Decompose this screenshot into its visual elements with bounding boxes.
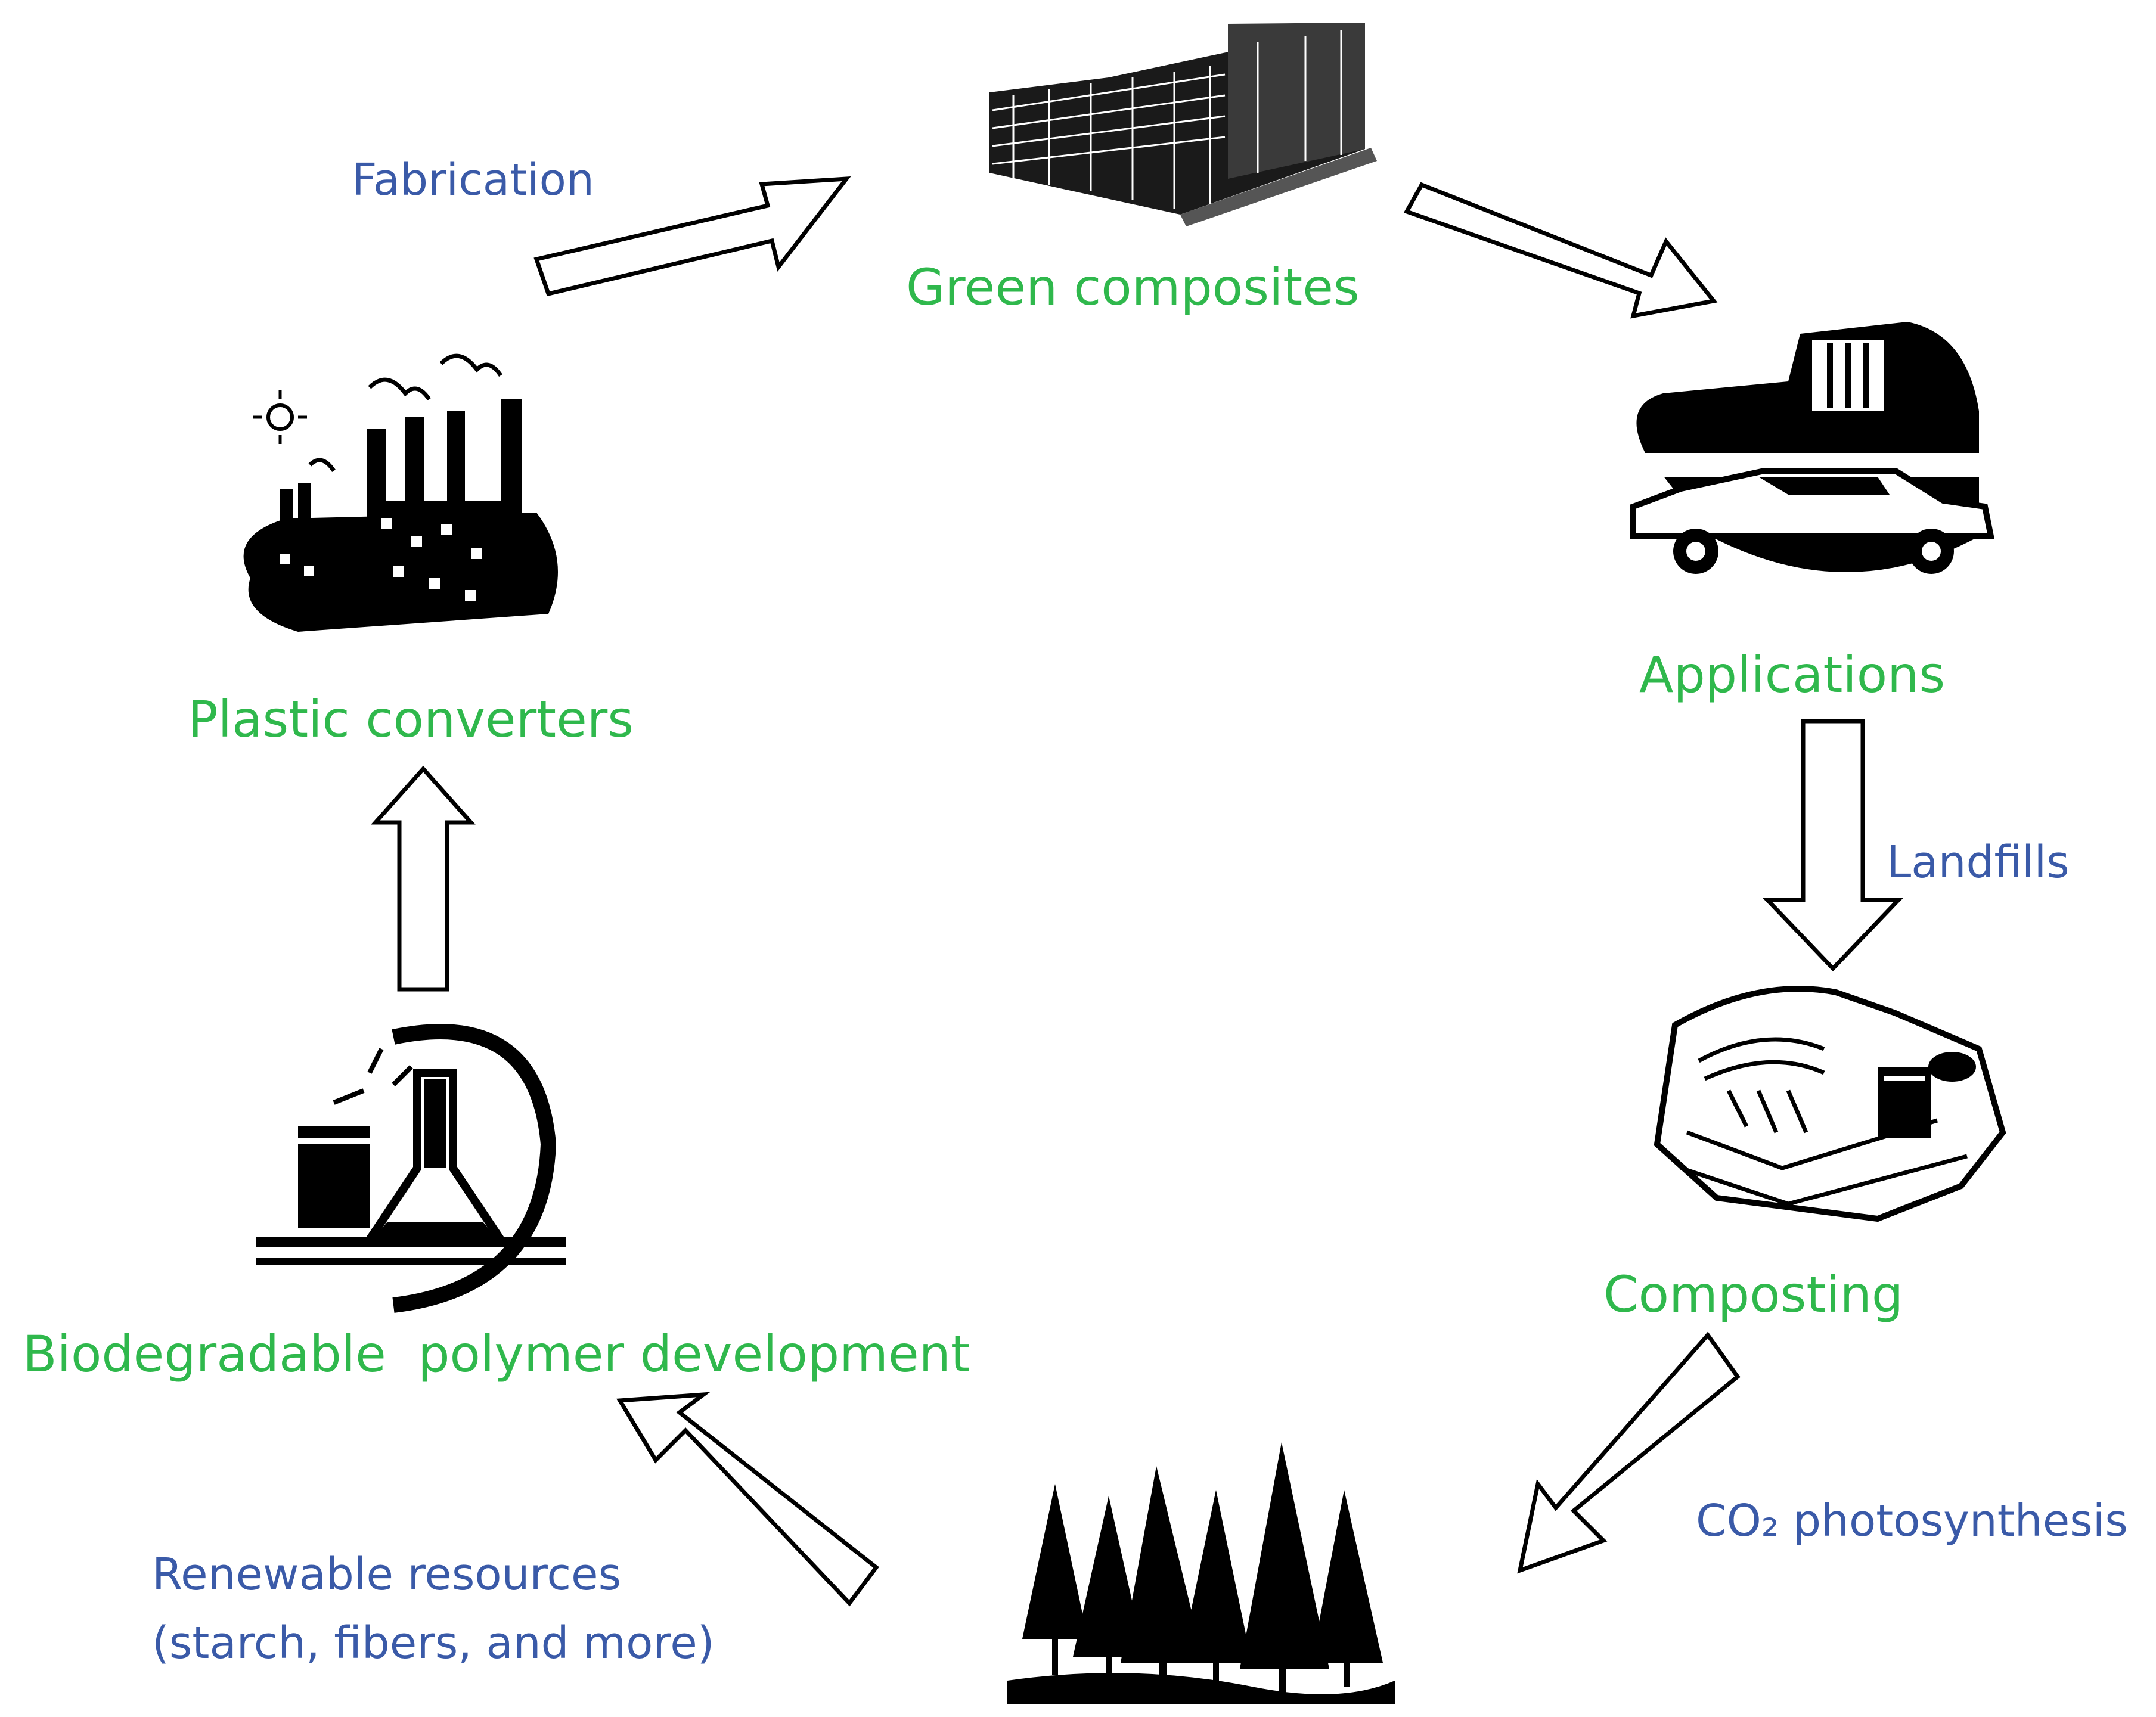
fabrication-label: Fabrication xyxy=(352,154,594,206)
renewable-label-line1: Renewable resources xyxy=(152,1549,622,1600)
arrow-renewable xyxy=(616,1392,879,1607)
green-composites-label: Green composites xyxy=(906,258,1360,316)
renewable-label-line2: (starch, fibers, and more) xyxy=(152,1617,715,1669)
arrow-landfills xyxy=(1762,719,1904,972)
arrow-to-plastic xyxy=(371,765,476,992)
applications-label: Applications xyxy=(1639,645,1946,704)
factory-icon xyxy=(243,353,559,632)
arrow-photosynthesis xyxy=(1517,1331,1741,1574)
landfills-label: Landfills xyxy=(1887,837,2070,888)
plastic-converters-label: Plastic converters xyxy=(188,690,634,749)
composting-label: Composting xyxy=(1603,1265,1904,1324)
biodegradable-label: Biodegradable polymer development xyxy=(23,1325,970,1383)
arrow-to-applications xyxy=(1403,182,1718,319)
forest-icon xyxy=(1007,1442,1395,1704)
vehicles-icon xyxy=(1630,322,1995,574)
laboratory-flask-icon xyxy=(256,1024,566,1313)
photosynthesis-label: CO₂ photosynthesis xyxy=(1696,1495,2128,1547)
landfill-icon xyxy=(1654,986,2006,1222)
arrow-fabrication xyxy=(533,176,851,297)
lumber-stack-icon xyxy=(989,23,1377,226)
